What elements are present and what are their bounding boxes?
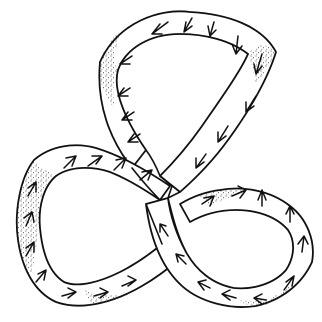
right-lobe-band — [146, 187, 313, 307]
